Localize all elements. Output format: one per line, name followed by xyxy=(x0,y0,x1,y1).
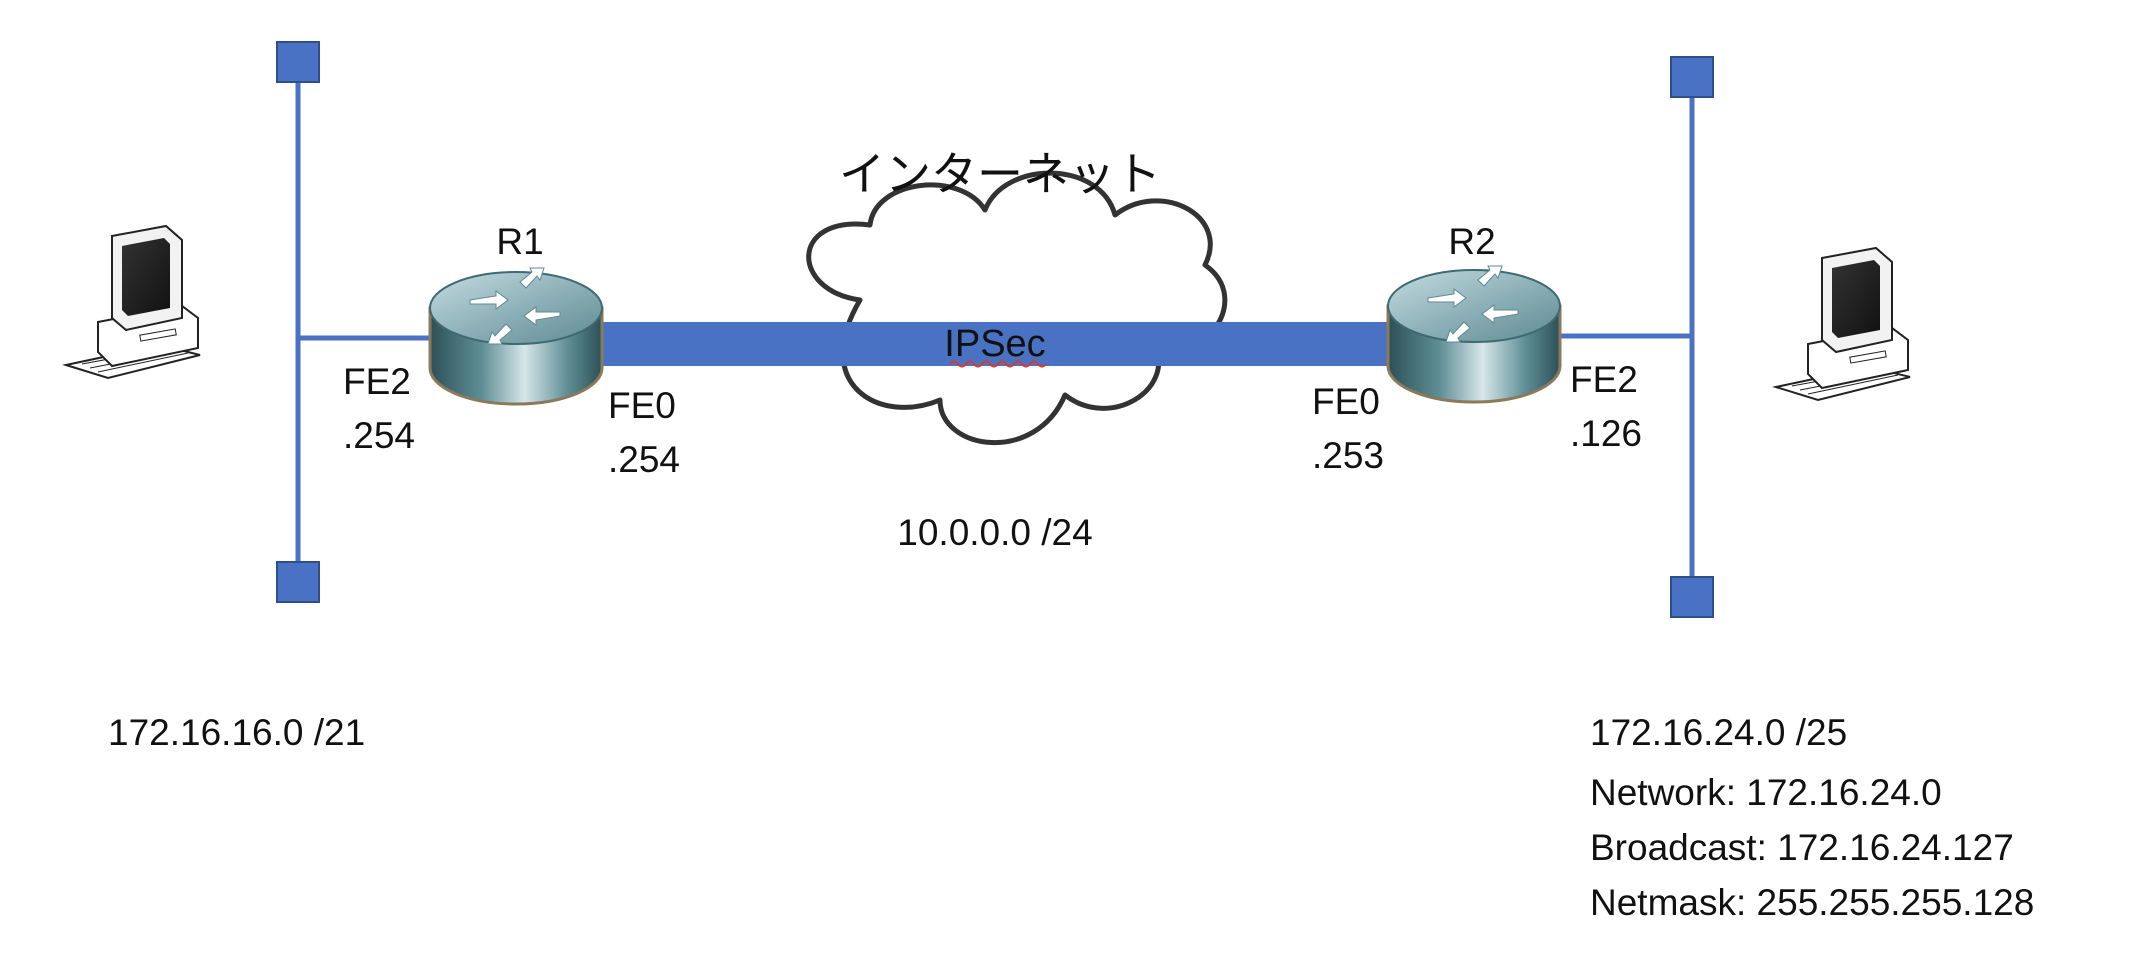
cloud-shape xyxy=(806,170,1228,446)
router-r2-arrows-icon xyxy=(1427,265,1519,343)
r1-wan-interface: FE0 xyxy=(608,385,676,426)
left-lan-terminator-top xyxy=(276,41,320,83)
cloud-title: インターネット xyxy=(839,147,1161,201)
right-pc-screen xyxy=(1832,260,1880,338)
right-network-broadcast: Broadcast: 172.16.24.127 xyxy=(1590,827,2014,868)
router-r1-top xyxy=(429,271,603,345)
left-network-subnet: 172.16.16.0 /21 xyxy=(108,712,365,753)
ipsec-tunnel-bar xyxy=(600,322,1390,366)
r1-wan-ip: .254 xyxy=(608,439,680,480)
r1-lan-ip: .254 xyxy=(343,415,415,456)
ipsec-label: IPSec xyxy=(944,323,1045,365)
r2-wan-interface: FE0 xyxy=(1312,381,1380,422)
r2-lan-ip: .126 xyxy=(1570,413,1642,454)
cloud-subnet: 10.0.0.0 /24 xyxy=(897,512,1092,553)
router-r1[interactable] xyxy=(428,267,604,406)
router-r2-top xyxy=(1387,269,1561,343)
r2-wan-ip: .253 xyxy=(1312,435,1384,476)
right-network-netmask: Netmask: 255.255.255.128 xyxy=(1590,882,2034,923)
left-lan-terminator-bottom xyxy=(276,561,320,603)
right-lan-terminator-top xyxy=(1670,56,1714,98)
router-r1-arrows-icon xyxy=(469,267,561,345)
r1-lan-interface: FE2 xyxy=(343,361,411,402)
left-pc-icon[interactable] xyxy=(62,224,201,380)
right-pc-icon[interactable] xyxy=(1772,246,1911,402)
ipsec-tunnel: IPSec xyxy=(600,322,1390,368)
left-lan-segment xyxy=(276,41,432,603)
r2-name: R2 xyxy=(1448,221,1495,262)
right-network-subnet: 172.16.24.0 /25 xyxy=(1590,712,1847,753)
right-lan-terminator-bottom xyxy=(1670,576,1714,618)
spellcheck-underline xyxy=(949,360,1047,368)
router-r2[interactable] xyxy=(1386,265,1562,404)
right-lan-segment xyxy=(1560,56,1714,618)
r1-name: R1 xyxy=(496,221,543,262)
left-pc-screen xyxy=(122,238,170,316)
r2-lan-interface: FE2 xyxy=(1570,359,1638,400)
right-network-address: Network: 172.16.24.0 xyxy=(1590,772,1942,813)
internet-cloud xyxy=(806,170,1228,446)
